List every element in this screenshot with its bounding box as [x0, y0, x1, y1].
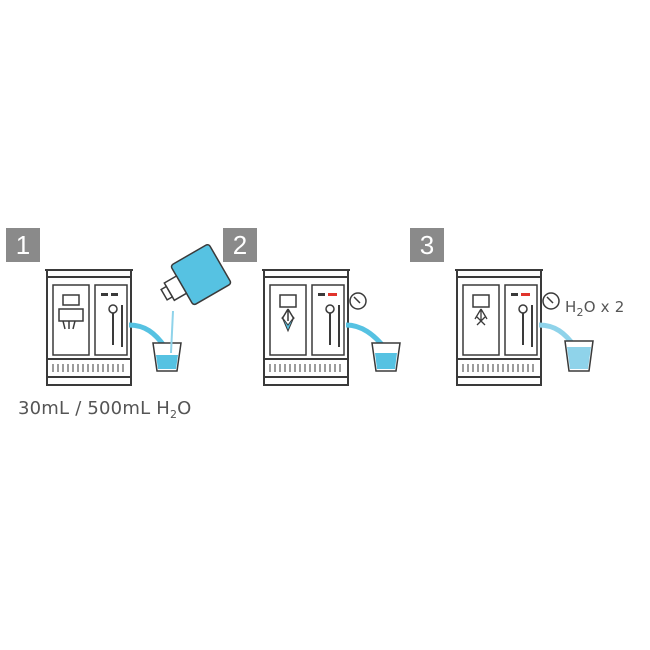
step-3-illustration	[455, 225, 650, 425]
step-3-badge: 3	[410, 228, 444, 262]
step-3-caption: H2O x 2	[565, 298, 625, 319]
step-1-caption: 30mL / 500mL H2O	[18, 398, 192, 421]
cleaner-bottle-icon	[160, 243, 232, 306]
coffee-machine-icon	[45, 269, 182, 386]
coffee-machine-icon	[262, 269, 401, 386]
step-2-badge: 2	[223, 228, 257, 262]
step-1-illustration	[45, 225, 245, 425]
coffee-machine-icon	[455, 269, 594, 386]
step-1-badge: 1	[6, 228, 40, 262]
step-2-illustration	[262, 225, 462, 425]
